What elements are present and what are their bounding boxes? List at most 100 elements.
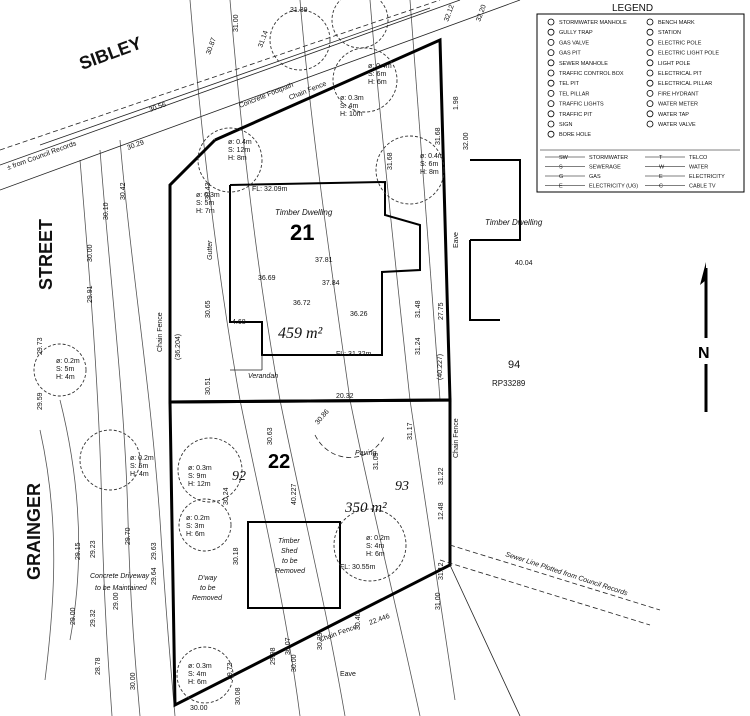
sibley-street-road [0,0,521,191]
legend-symbol-icon [646,18,654,26]
dimension: 37.81 [315,257,333,264]
legend-line-label: WATER [689,165,708,171]
legend-line-code: E [559,184,563,190]
spot-level: 30.29 [317,632,324,650]
legend-symbol-icon [646,39,654,46]
label-shed-1: Timber [278,538,300,545]
dimension: 40.227 [291,483,298,505]
legend-item-label: ELECTRIC LIGHT POLE [658,51,719,57]
legend-item-label: GULLY TRAP [559,30,593,36]
legend-symbol-icon [547,59,555,67]
legend-item-label: TRAFFIC LIGHTS [559,102,604,108]
legend-symbol-icon [547,28,555,36]
dimension: 4.68 [232,319,246,326]
legend-symbol-icon [646,79,654,87]
label-chain-fence-right: Chain Fence [453,418,460,458]
lot-area-21: 459 m² [278,325,324,342]
spot-level: 32.12 [443,4,456,23]
spot-level: 31.14 [257,30,270,49]
label-eave: Eave [453,232,460,248]
legend-symbol-icon [547,120,555,128]
dimension: 22.446 [368,613,391,627]
legend-symbol-icon [646,28,654,36]
spot-level: 30.65 [205,300,212,318]
contour-lines [39,0,456,716]
spot-level: 29.98 [270,647,277,665]
legend-symbol-icon [547,69,555,77]
legend-symbol-icon [547,49,555,56]
legend-symbol-icon [547,110,555,118]
timber-dwelling [229,180,421,371]
lot-boundaries [168,37,521,716]
spot-level: 30.00 [130,672,137,690]
contour-label: 92 [232,469,246,484]
spot-level: 31.68 [435,127,442,145]
spot-level: 30.40 [355,612,362,630]
street-name-sibley: SIBLEY [77,33,145,74]
legend-item-label: ELECTRIC POLE [658,40,702,46]
spot-level: 31.68 [387,152,394,170]
legend-symbol-icon [547,100,555,107]
spot-level: 29.32 [90,609,97,627]
lot-number-22: 22 [268,451,290,473]
dimension-labels: 20.32 40.227 (40.227) (36.204) 22.446 4.… [175,96,533,627]
spot-level: 29.73 [37,337,44,355]
dimension: 27.75 [438,302,445,320]
dimension: 1.98 [453,96,460,110]
legend-symbol-icon [646,49,654,56]
legend-item-label: TEL PIT [559,81,580,87]
lot-area-22: 350 m² [344,500,387,516]
label-dway-3: Removed [192,595,223,602]
spot-level: 31.24 [415,337,422,355]
spot-level: 31.48 [415,300,422,318]
label-verandah: Verandah [248,373,278,380]
legend-line-label: ELECTRICITY (UG) [589,184,638,190]
legend-symbol-icon [646,110,654,118]
timber-shed [247,521,341,609]
spot-level: 30.56 [148,101,167,114]
legend-symbol-icon [547,39,555,46]
label-shed-3: to be [282,558,298,565]
legend-item-label: ELECTRICAL PILLAR [658,81,712,87]
label-sewer-note: Sewer Line Plotted from Council Records [504,551,628,597]
label-shed-2: Shed [281,548,298,555]
dimension: 12.48 [438,502,445,520]
legend-item-label: LIGHT POLE [658,61,691,67]
spot-level: 31.17 [407,422,414,440]
spot-level: 29.64 [151,567,158,585]
legend-item-label: TEL PILLAR [559,91,589,97]
legend-symbol-icon [547,18,555,26]
spot-level: 30.00 [190,705,208,712]
label-dway-1: D'way [198,575,217,582]
contour-label: 93 [395,479,409,494]
legend-symbol-icon [646,90,654,97]
label-concrete-footpath: Concrete Footpath [238,82,294,110]
spot-level: 29.73 [227,662,234,680]
legend-item-label: SIGN [559,122,572,128]
spot-level: 30.43 [205,182,212,200]
street-name-street: STREET [36,219,56,290]
legend-symbol-icon [547,130,555,138]
spot-level: 29.59 [37,392,44,410]
spot-level: 29.15 [75,542,82,560]
legend-item-label: GAS PIT [559,51,581,57]
legend-line-label: TELCO [689,155,708,161]
legend-line-label: STORMWATER [589,155,628,161]
label-shed-4: Removed [275,568,306,575]
label-fl-lower: FL: 31.32m [336,351,372,358]
dimension: 36.26 [350,311,368,318]
legend-line-label: SEWERAGE [589,165,621,171]
spot-level: 30.87 [205,37,218,56]
spot-level: 30.24 [223,487,230,505]
legend-item-label: WATER TAP [658,112,689,118]
dimension: 40.04 [515,260,533,267]
label-dway-2: to be [200,585,216,592]
legend-item-label: STORMWATER MANHOLE [559,20,627,26]
spot-level: 30.63 [267,427,274,445]
label-timber-dwelling-adj: Timber Dwelling [485,218,543,227]
